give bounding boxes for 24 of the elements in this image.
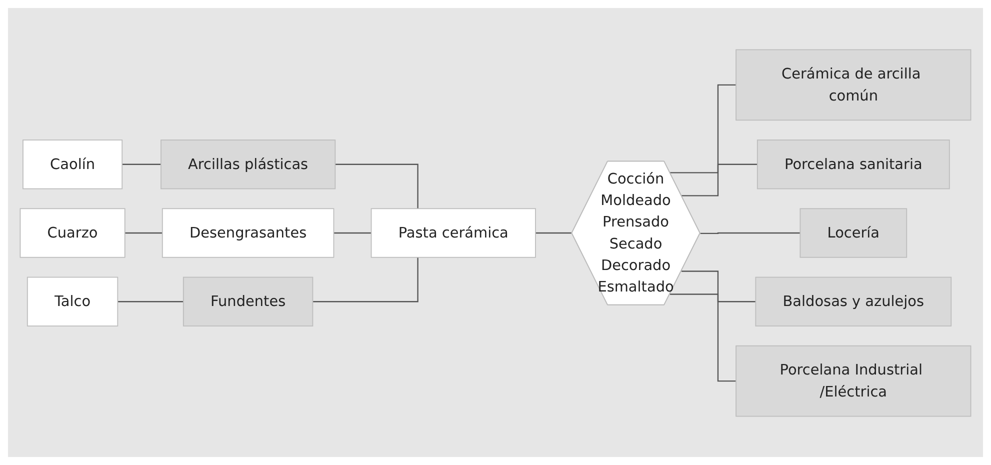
connector [670, 84, 737, 173]
connector [124, 232, 163, 234]
connector [334, 232, 372, 234]
connector [335, 163, 418, 208]
connector [118, 300, 184, 302]
node-box: Pasta cerámica [370, 208, 536, 258]
node-box: Talco [26, 276, 118, 326]
node-box: Cuarzo [20, 208, 126, 258]
node-box: Arcillas plásticas [160, 139, 336, 189]
connector [536, 232, 573, 234]
node-box: Fundentes [182, 276, 314, 326]
node-box: Baldosas y azulejos [755, 276, 952, 326]
node-box: Locería [800, 208, 908, 258]
node-box: Porcelana sanitaria [756, 139, 950, 189]
node-box: Porcelana Industrial /Eléctrica [736, 344, 972, 416]
connector [312, 256, 418, 302]
node-box: Caolín [22, 139, 123, 189]
connector [122, 163, 162, 164]
connector [681, 163, 758, 196]
connector [700, 232, 801, 234]
node-box: Desengrasantes [162, 208, 334, 258]
connector [681, 270, 756, 302]
connector [670, 293, 737, 382]
node-box: Cerámica de arcilla común [736, 48, 972, 120]
